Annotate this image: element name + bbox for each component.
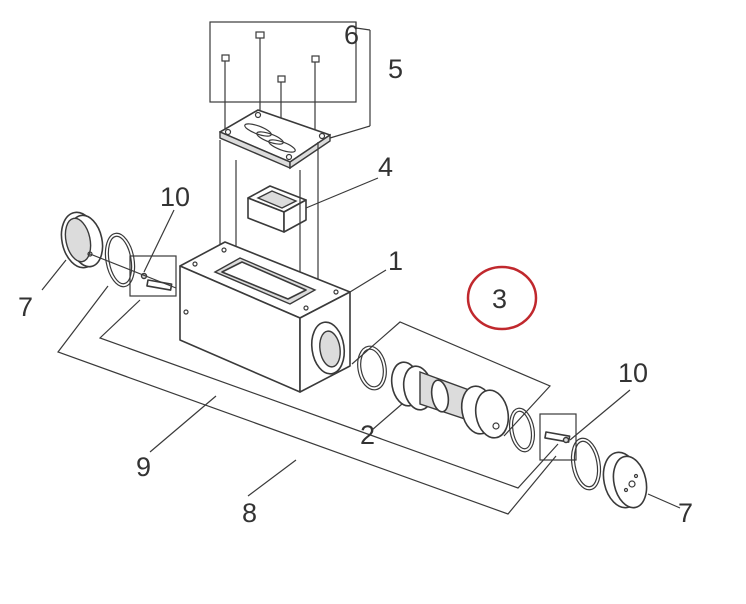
part-10-right-pin	[539, 413, 577, 461]
right-o-ring	[570, 437, 602, 491]
callout-8: 8	[242, 498, 257, 528]
callout-4: 4	[378, 152, 393, 182]
callout-3: 3	[492, 284, 507, 314]
left-o-ring	[104, 232, 136, 288]
bracket-9	[57, 285, 557, 515]
part-7-left-end-cap	[60, 211, 104, 269]
callout-5: 5	[388, 54, 403, 84]
callout-7-left: 7	[18, 292, 33, 322]
callout-10-right: 10	[618, 358, 648, 388]
bracket-8	[98, 299, 559, 489]
highlight-circle	[466, 265, 538, 331]
part-4-insert	[219, 140, 319, 296]
callout-6: 6	[344, 20, 359, 50]
part-2-spool-assembly	[357, 345, 536, 453]
leader-lines	[41, 22, 681, 509]
callout-9: 9	[136, 452, 151, 482]
callout-7-right: 7	[678, 498, 693, 528]
part-7-right-end-cap	[602, 451, 648, 509]
part-1-body	[179, 241, 351, 393]
part-3-bracket	[351, 321, 552, 437]
callout-2: 2	[360, 420, 375, 450]
part-10-left-pin	[89, 253, 177, 297]
callout-1: 1	[388, 246, 403, 276]
callout-10-left: 10	[160, 182, 190, 212]
part-5-cover-plate	[219, 109, 331, 170]
